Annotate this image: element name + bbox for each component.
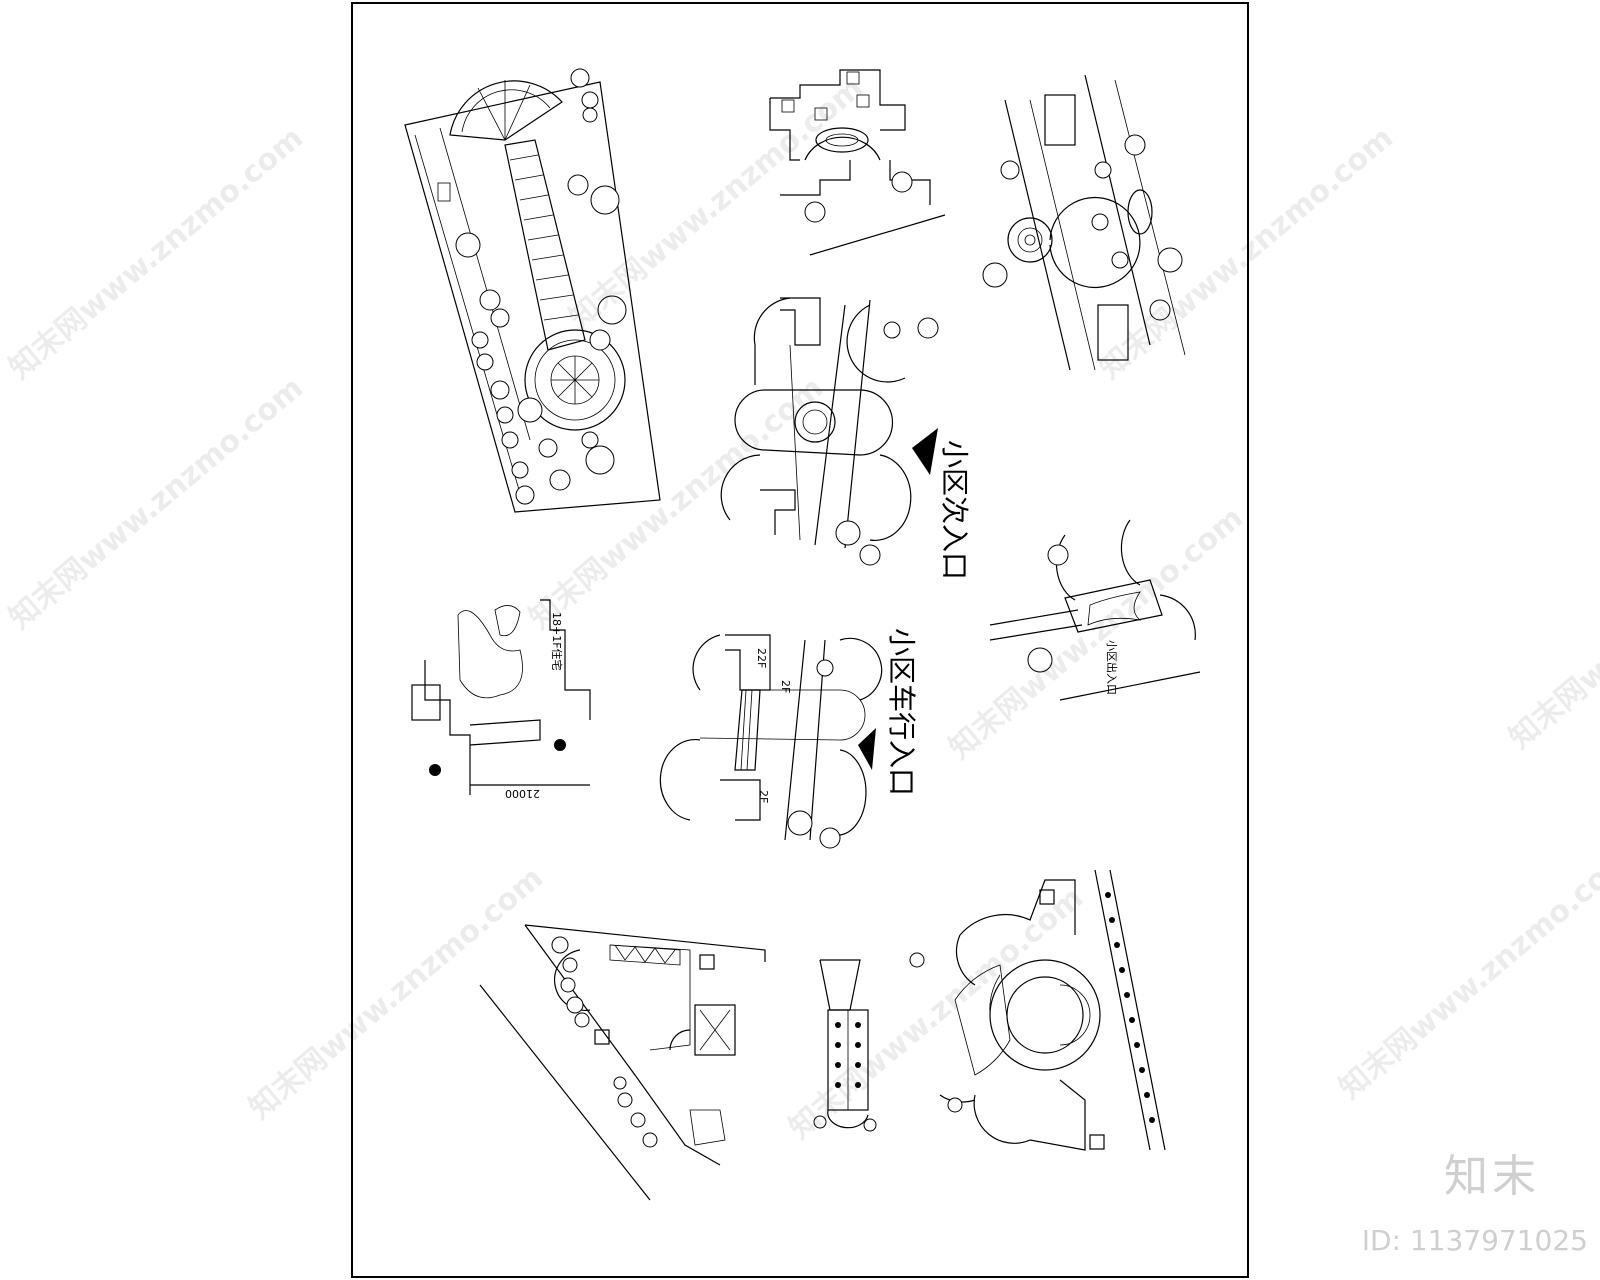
label-floor-22f: 22F bbox=[755, 648, 768, 668]
label-dim-21000: 21000 bbox=[505, 787, 540, 800]
plan-small-garden: 21000 18+1F住宅 bbox=[411, 599, 591, 800]
svg-text:知末网www.znzmo.com: 知末网www.znzmo.com bbox=[523, 370, 830, 636]
brand-logo: 知末 bbox=[1444, 1151, 1540, 1202]
svg-text:知末网www.znzmo.com: 知末网www.znzmo.com bbox=[3, 370, 310, 636]
plan-linear-plaza bbox=[404, 68, 661, 513]
plan-fan-plaza bbox=[909, 869, 1166, 1151]
brand-id-label: ID: 1137971025 bbox=[1361, 1224, 1588, 1257]
svg-text:知末网www.znzmo.com: 知末网www.znzmo.com bbox=[943, 500, 1250, 766]
sheet-border bbox=[351, 2, 1249, 1278]
label-exit: 小区出入口 bbox=[1105, 640, 1119, 695]
plan-small-gate: 小区出入口 bbox=[989, 519, 1201, 701]
plan-road-roundabout bbox=[982, 74, 1186, 371]
watermarks: 知末网www.znzmo.com 知末网www.znzmo.com 知末网www… bbox=[3, 70, 1600, 1146]
plan-triangular-plaza bbox=[479, 924, 766, 1201]
plan-entrance-court bbox=[769, 69, 946, 256]
label-secondary-entrance: 小区次入口 bbox=[938, 440, 971, 580]
svg-text:知末网www.znzmo.com: 知末网www.znzmo.com bbox=[243, 860, 550, 1126]
plan-narrow-strip bbox=[813, 959, 877, 1132]
plan-vehicle-entrance: 22F 2F 2F 小区车行入口 bbox=[659, 628, 918, 849]
svg-text:知末网www.znzmo.com: 知末网www.znzmo.com bbox=[1503, 490, 1600, 756]
label-floor-2f-b: 2F bbox=[757, 790, 770, 803]
svg-text:知末网www.znzmo.com: 知末网www.znzmo.com bbox=[3, 120, 310, 386]
label-floor-2f-a: 2F bbox=[779, 680, 792, 693]
label-vehicle-entrance: 小区车行入口 bbox=[885, 628, 918, 796]
svg-text:知末网www.znzmo.com: 知末网www.znzmo.com bbox=[783, 880, 1090, 1146]
label-dim-18f: 18+1F住宅 bbox=[550, 612, 564, 671]
plan-secondary-entrance: 小区次入口 bbox=[720, 297, 971, 580]
svg-text:知末网www.znzmo.com: 知末网www.znzmo.com bbox=[1333, 840, 1600, 1106]
